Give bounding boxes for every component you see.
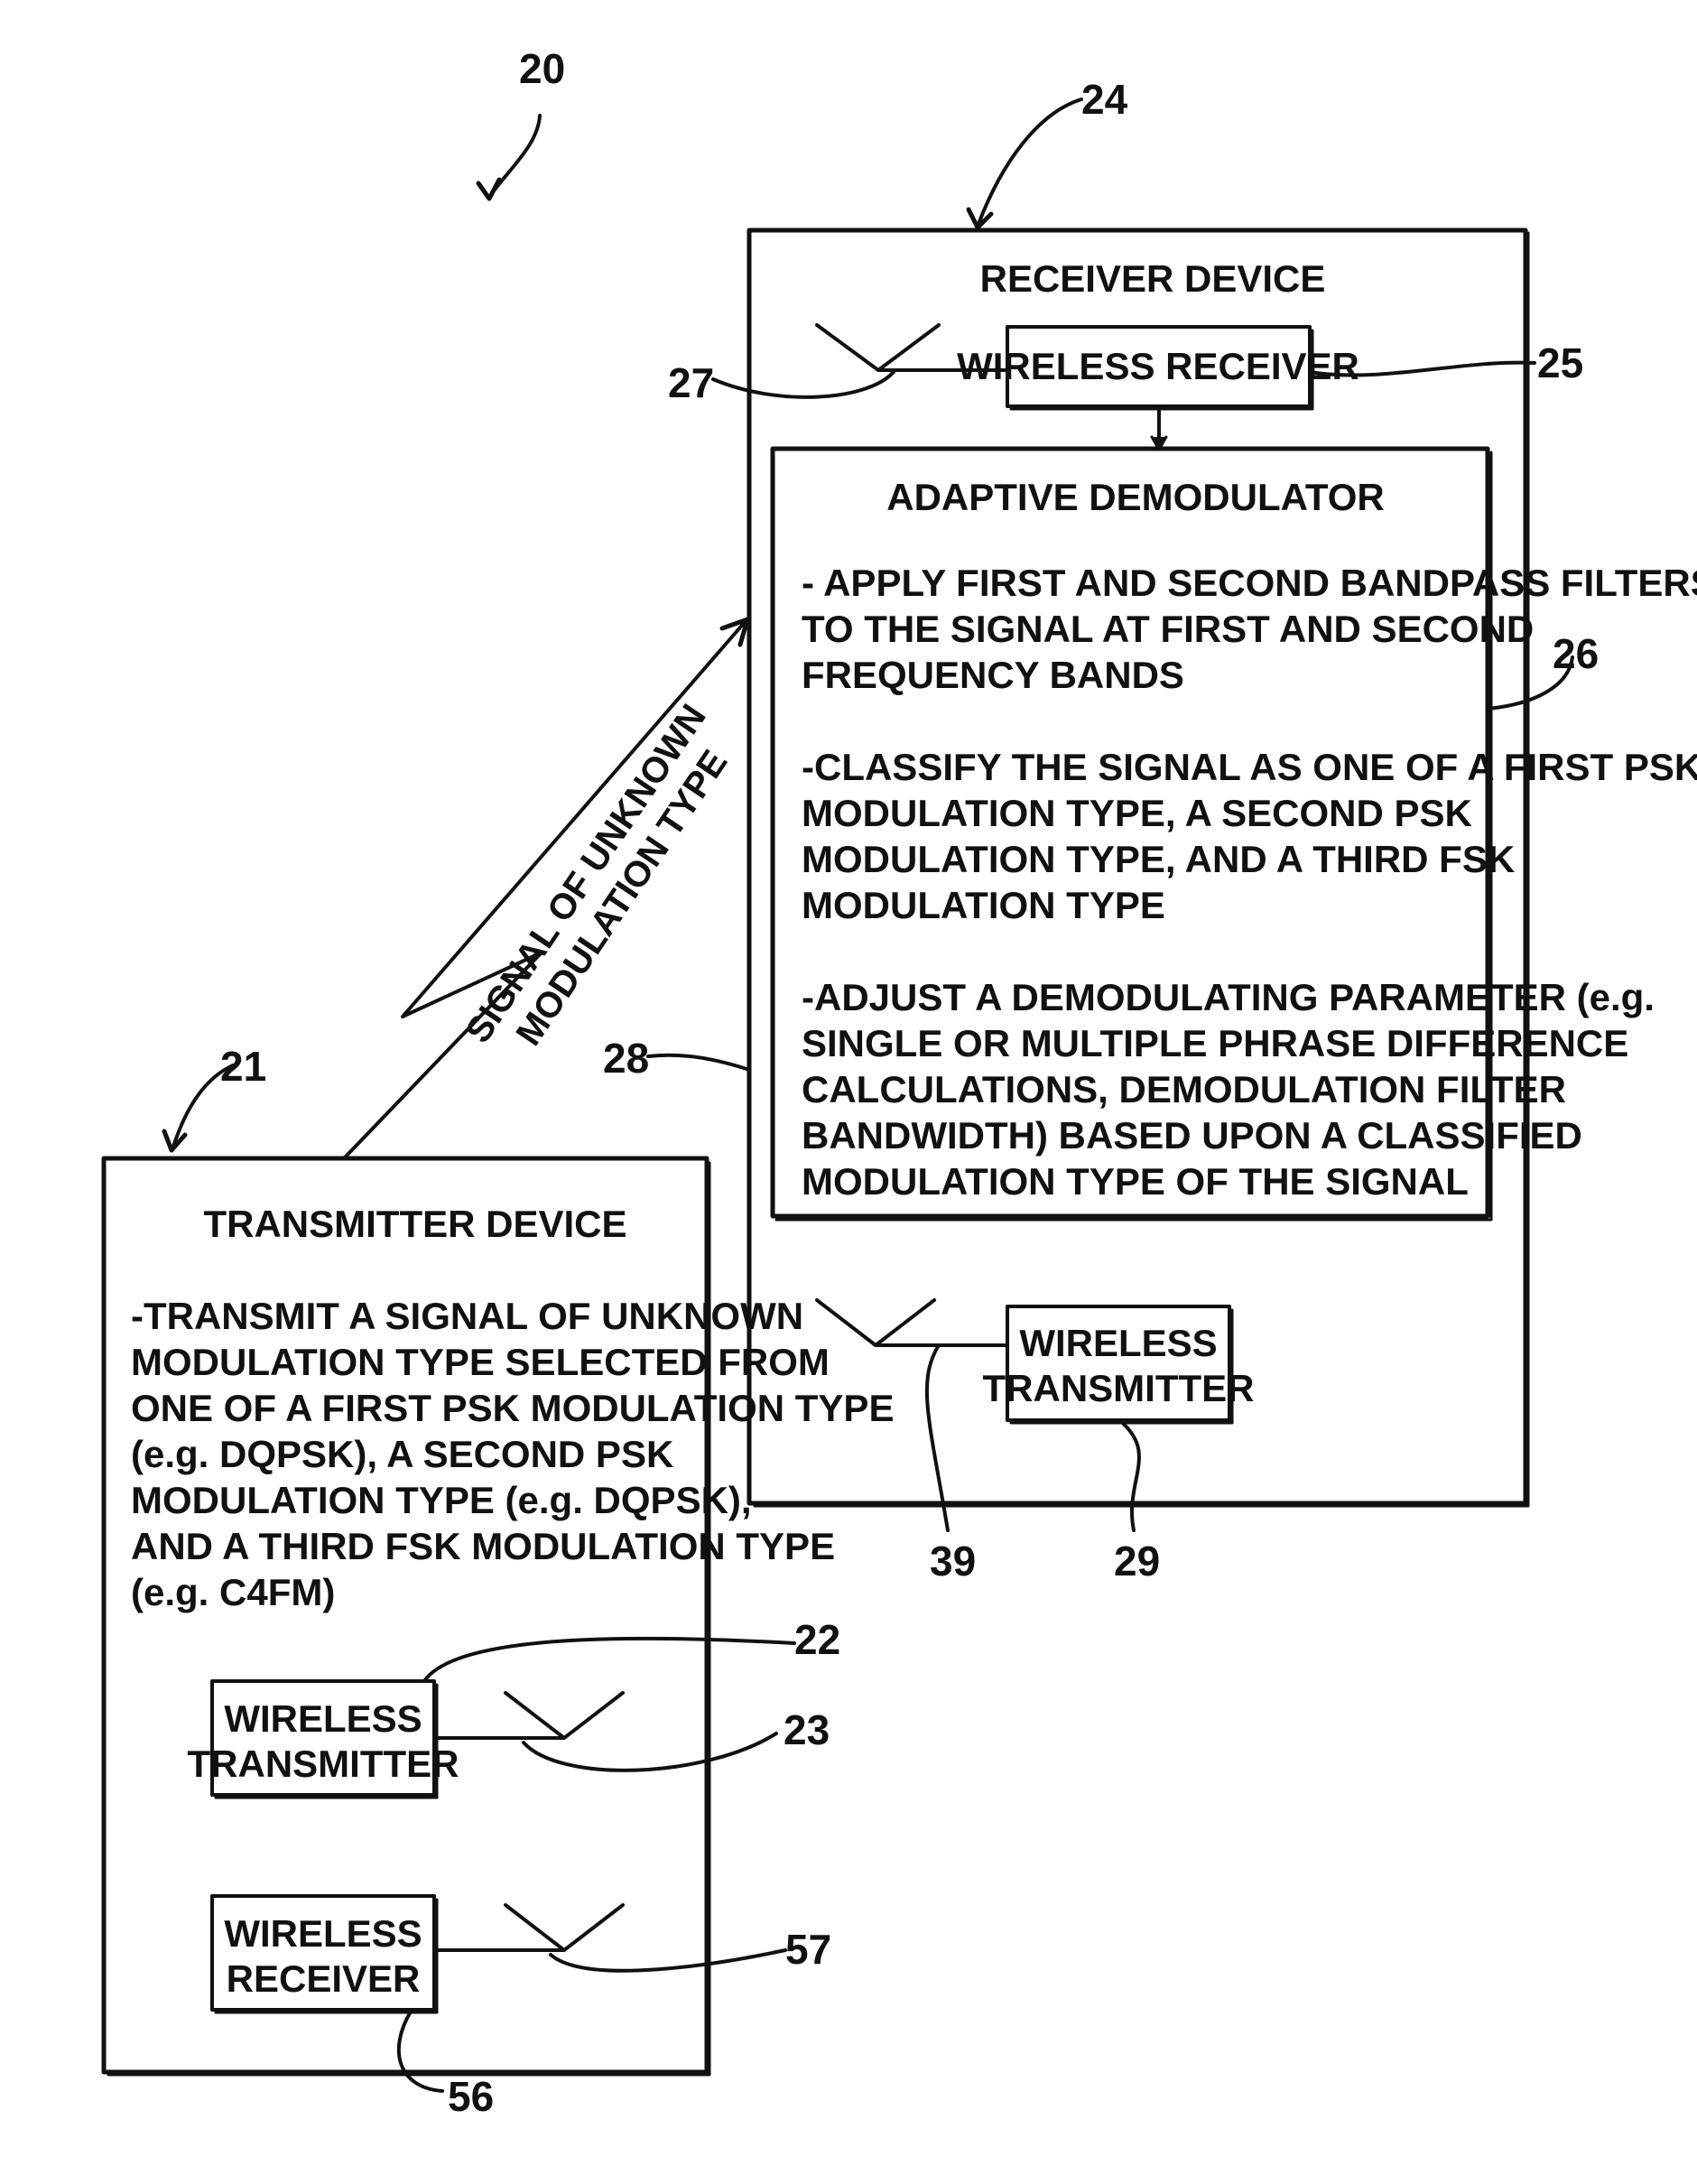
adaptive-demodulator-body-line: MODULATION TYPE OF THE SIGNAL [802, 1160, 1469, 1203]
ref-56: 56 [448, 2073, 494, 2120]
transmitter-device-body-line: (e.g. DQPSK), A SECOND PSK [131, 1433, 673, 1475]
ref-22: 22 [794, 1616, 840, 1663]
transmitter-device-body-line: -TRANSMIT A SIGNAL OF UNKNOWN [131, 1295, 803, 1337]
transmitter-device-body-line: (e.g. C4FM) [131, 1571, 335, 1613]
rx-wireless-transmitter-label-line: WIRELESS [1019, 1322, 1217, 1364]
antenna-57-icon [434, 1905, 623, 1950]
adaptive-demodulator-body-line: BANDWIDTH) BASED UPON A CLASSIFIED [802, 1114, 1582, 1157]
ref-24: 24 [1081, 76, 1128, 123]
tx-wireless-transmitter-label: WIRELESSTRANSMITTER [188, 1697, 459, 1785]
ref-39: 39 [930, 1538, 976, 1585]
rx-wireless-receiver-label: WIRELESS RECEIVER [957, 345, 1359, 387]
adaptive-demodulator-body-line: SINGLE OR MULTIPLE PHRASE DIFFERENCE [802, 1022, 1628, 1064]
ref-28-leader [648, 1055, 749, 1070]
antenna-23-icon [434, 1693, 623, 1738]
transmitter-device-body-line: AND A THIRD FSK MODULATION TYPE [131, 1525, 835, 1567]
adaptive-demodulator-body-line: MODULATION TYPE, AND A THIRD FSK [802, 838, 1515, 880]
ref-57: 57 [785, 1926, 831, 1973]
ref-27-leader [713, 372, 894, 397]
adaptive-demodulator-body-line: MODULATION TYPE, A SECOND PSK [802, 792, 1472, 834]
ref-21: 21 [220, 1043, 266, 1090]
tx-wireless-receiver-label-line: RECEIVER [227, 1957, 421, 2000]
transmitter-device-title: TRANSMITTER DEVICE [203, 1203, 626, 1245]
rx-wireless-transmitter-label: WIRELESSTRANSMITTER [983, 1322, 1255, 1409]
adaptive-demodulator-body-line: -CLASSIFY THE SIGNAL AS ONE OF A FIRST P… [802, 746, 1697, 788]
adaptive-demodulator-body-line [802, 930, 812, 972]
ref-24-leader [978, 99, 1081, 224]
tx-wireless-receiver-label-line: WIRELESS [224, 1912, 422, 1955]
rx-wireless-transmitter-label-line: TRANSMITTER [983, 1367, 1255, 1409]
ref-28: 28 [603, 1035, 649, 1082]
tx-wireless-transmitter-label-line: WIRELESS [224, 1697, 422, 1740]
adaptive-demodulator-body-line: CALCULATIONS, DEMODULATION FILTER [802, 1068, 1566, 1111]
ref-20-arrowhead [478, 180, 499, 199]
ref-29-leader [1119, 1420, 1139, 1530]
ref-29: 29 [1114, 1538, 1160, 1585]
ref-56-leader [399, 2012, 442, 2091]
ref-23: 23 [784, 1706, 830, 1753]
ref-22-leader [424, 1639, 794, 1681]
adaptive-demodulator-title: ADAPTIVE DEMODULATOR [886, 476, 1384, 518]
ref-26: 26 [1553, 630, 1599, 677]
ref-27: 27 [668, 359, 714, 406]
adaptive-demodulator-body-line: FREQUENCY BANDS [802, 654, 1184, 696]
transmitter-device-body-line: MODULATION TYPE SELECTED FROM [131, 1341, 830, 1383]
transmitter-device-body-line: ONE OF A FIRST PSK MODULATION TYPE [131, 1387, 894, 1429]
adaptive-demodulator-body-line: -ADJUST A DEMODULATING PARAMETER (e.g. [802, 976, 1655, 1018]
adaptive-demodulator-body-line: MODULATION TYPE [802, 884, 1165, 926]
tx-wireless-receiver-label: WIRELESSRECEIVER [224, 1912, 422, 2000]
signal-label-line: SIGNAL OF UNKNOWN [459, 697, 714, 1050]
adaptive-demodulator-body-line [802, 700, 812, 742]
receiver-device-title: RECEIVER DEVICE [980, 257, 1326, 300]
antenna-39-icon [817, 1300, 1007, 1345]
tx-wireless-transmitter-label-line: TRANSMITTER [188, 1743, 459, 1785]
adaptive-demodulator-body-line: TO THE SIGNAL AT FIRST AND SECOND [802, 608, 1534, 650]
transmitter-device-body-line: MODULATION TYPE (e.g. DQPSK), [131, 1479, 752, 1521]
transmitter-device-body: -TRANSMIT A SIGNAL OF UNKNOWNMODULATION … [131, 1295, 894, 1613]
ref-25: 25 [1537, 339, 1583, 386]
adaptive-demodulator-body-line: - APPLY FIRST AND SECOND BANDPASS FILTER… [802, 562, 1697, 604]
signal-label: SIGNAL OF UNKNOWNMODULATION TYPE [459, 697, 750, 1073]
ref-20: 20 [519, 45, 565, 92]
ref-57-leader [551, 1950, 785, 1971]
